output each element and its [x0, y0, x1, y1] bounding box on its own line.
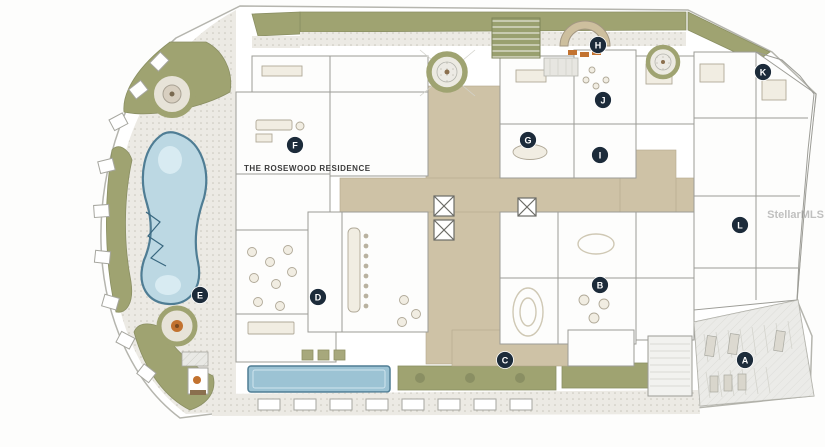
svg-text:E: E: [197, 290, 203, 300]
svg-text:F: F: [292, 140, 298, 150]
furniture-layer: [247, 63, 787, 337]
plan-marker-d: D: [309, 288, 327, 306]
plan-marker-c: C: [496, 351, 514, 369]
spa-bottom: [156, 305, 198, 347]
plan-marker-e: E: [191, 286, 209, 304]
cabana-row: [93, 51, 170, 384]
svg-text:J: J: [600, 95, 605, 105]
fountain-court-left: [419, 49, 476, 97]
right-facade-edge: [755, 51, 815, 301]
plan-marker-h: H: [589, 36, 607, 54]
svg-text:K: K: [760, 67, 767, 77]
plan-marker-l: L: [731, 216, 749, 234]
svg-text:I: I: [599, 150, 602, 160]
pergola: [491, 17, 541, 59]
watermark: StellarMLS: [767, 209, 824, 221]
plan-marker-b: B: [591, 276, 609, 294]
bottom-walkway: [212, 390, 700, 416]
svg-text:D: D: [315, 292, 322, 302]
elevator-cores: [433, 195, 537, 241]
svg-text:G: G: [524, 135, 531, 145]
spa-top: [148, 70, 196, 118]
svg-text:C: C: [502, 355, 509, 365]
svg-text:H: H: [595, 40, 602, 50]
plan-marker-a: A: [736, 351, 754, 369]
parking-garage: [693, 299, 815, 407]
plan-marker-j: J: [594, 91, 612, 109]
plan-marker-f: F: [286, 136, 304, 154]
lagoon-pool: [140, 131, 208, 306]
lap-pool-area: [247, 349, 391, 393]
plan-marker-g: G: [519, 131, 537, 149]
top-walkway: [252, 32, 686, 48]
svg-text:A: A: [742, 355, 749, 365]
plan-marker-k: K: [754, 63, 772, 81]
svg-text:L: L: [737, 220, 743, 230]
fountain-court-right: [645, 44, 681, 80]
marker-layer: A B C D E F G H I J K L: [191, 36, 772, 369]
pool-bar: [181, 351, 209, 395]
svg-text:B: B: [597, 280, 604, 290]
plan-title: THE ROSEWOOD RESIDENCE: [244, 164, 371, 173]
stairwell: [647, 335, 693, 397]
plan-marker-i: I: [591, 146, 609, 164]
